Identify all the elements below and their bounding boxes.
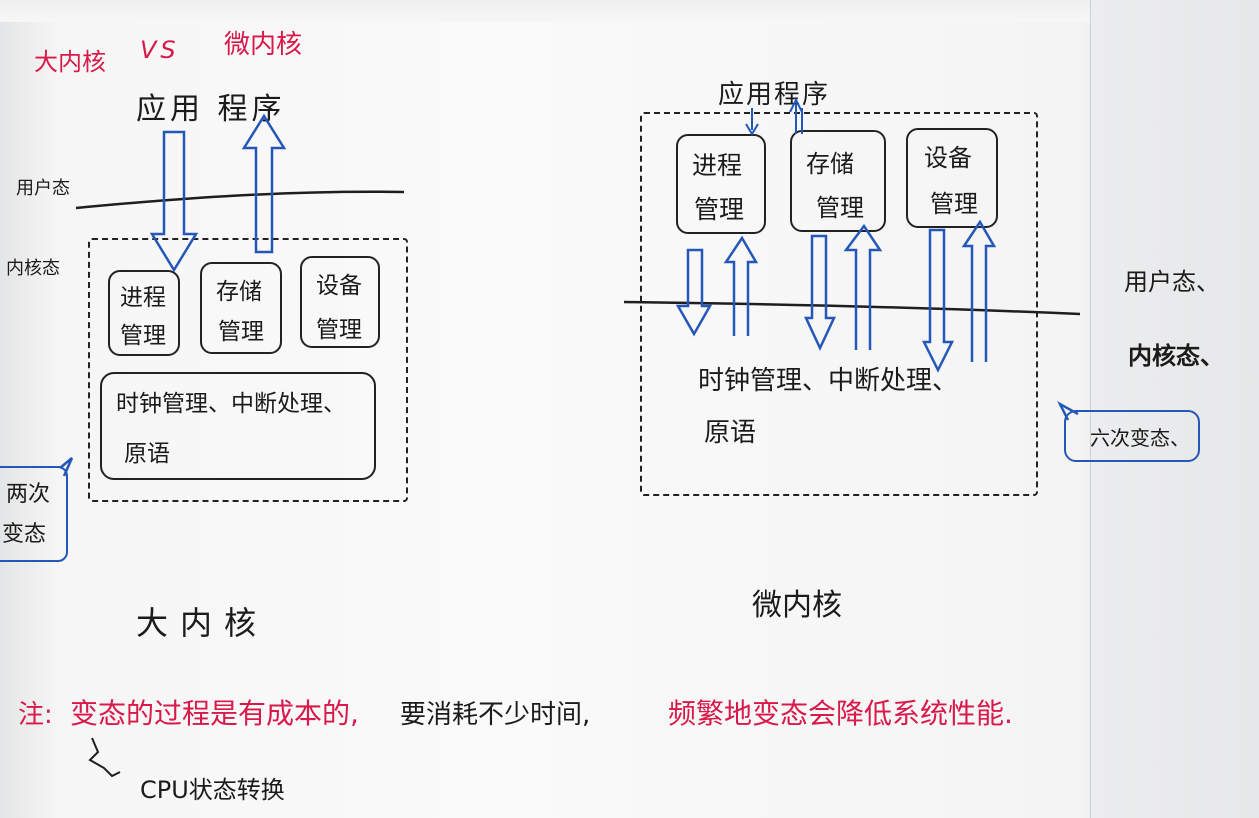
micro-storage-up-arrow: [843, 223, 883, 350]
macro-up-arrow: [241, 113, 287, 254]
micro-module-device-line2: 管理: [930, 190, 978, 218]
macro-module-process: 进程 管理: [108, 270, 180, 356]
note-part3: 频繁地变态会降低系统性能.: [668, 697, 1013, 730]
macro-down-arrow: [149, 130, 199, 273]
title-microkernel: 微内核: [224, 30, 303, 60]
micro-caption: 微内核: [752, 588, 842, 623]
micro-module-process-line2: 管理: [694, 195, 745, 224]
macro-module-storage-line2: 管理: [218, 319, 264, 345]
macro-switch-note-tail: [59, 457, 74, 477]
macro-switch-note-line1: 两次: [6, 482, 51, 507]
macro-mode-boundary-line: [75, 190, 405, 210]
macro-core-box: 时钟管理、中断处理、 原语: [100, 372, 376, 480]
macro-module-device-line2: 管理: [316, 317, 362, 343]
macro-module-process-line2: 管理: [120, 323, 166, 349]
macro-module-device: 设备 管理: [300, 256, 380, 348]
macro-kernel-mode-label: 内核态: [6, 258, 60, 279]
macro-switch-note-line2: 变态: [2, 522, 47, 547]
micro-process-up-arrow: [723, 235, 759, 336]
micro-switch-note-text: 六次变态、: [1090, 426, 1190, 450]
note-prefix: 注:: [18, 700, 53, 730]
micro-module-device-line1: 设备: [924, 144, 972, 172]
macro-kernel-boundary: [88, 238, 408, 502]
note-sub: CPU状态转换: [140, 776, 285, 804]
micro-module-storage-line1: 存储: [806, 150, 854, 178]
macro-caption: 大内核: [136, 604, 269, 642]
macro-core-line1: 时钟管理、中断处理、: [116, 391, 346, 417]
micro-module-storage-line2: 管理: [816, 194, 864, 222]
micro-device-down-arrow: [921, 228, 955, 373]
macro-module-device-line1: 设备: [316, 273, 362, 299]
micro-system-boundary: [640, 112, 1038, 496]
micro-core-line2: 原语: [704, 418, 757, 448]
macro-module-storage: 存储 管理: [200, 262, 282, 354]
micro-switch-note-tail: [1057, 400, 1079, 421]
title-macrokernel: 大内核: [34, 48, 106, 76]
micro-core-line1: 时钟管理、中断处理、: [698, 366, 959, 396]
note-pointer-arrow: [88, 737, 121, 778]
micro-device-up-arrow: [961, 219, 997, 362]
micro-kernel-mode-label: 内核态、: [1128, 342, 1224, 370]
note-part2: 要消耗不少时间,: [400, 700, 591, 730]
micro-mode-boundary-line: [623, 300, 1081, 316]
previous-page-edge: [0, 0, 1259, 22]
macro-user-mode-label: 用户态: [16, 178, 70, 199]
micro-module-process-line1: 进程: [692, 151, 743, 180]
micro-module-device: 设备 管理: [906, 128, 998, 228]
micro-user-mode-label: 用户态、: [1124, 268, 1220, 296]
next-page-edge: [1090, 0, 1259, 818]
note-part1: 变态的过程是有成本的,: [70, 697, 359, 730]
macro-module-storage-line1: 存储: [216, 279, 262, 305]
micro-module-storage: 存储 管理: [790, 130, 886, 232]
macro-core-line2: 原语: [124, 441, 170, 467]
micro-module-process: 进程 管理: [676, 134, 766, 234]
micro-app-up-arrow: [789, 97, 803, 134]
micro-process-down-arrow: [675, 248, 713, 337]
macro-app-label: 应用 程序: [136, 92, 286, 127]
macro-module-process-line1: 进程: [120, 285, 166, 311]
macro-switch-note: 两次 变态: [0, 466, 68, 562]
micro-switch-note: 六次变态、: [1064, 410, 1200, 462]
micro-app-label: 应用程序: [718, 80, 831, 110]
title-vs: VS: [140, 36, 180, 64]
micro-storage-down-arrow: [804, 234, 836, 351]
micro-app-down-arrow: [745, 108, 759, 136]
